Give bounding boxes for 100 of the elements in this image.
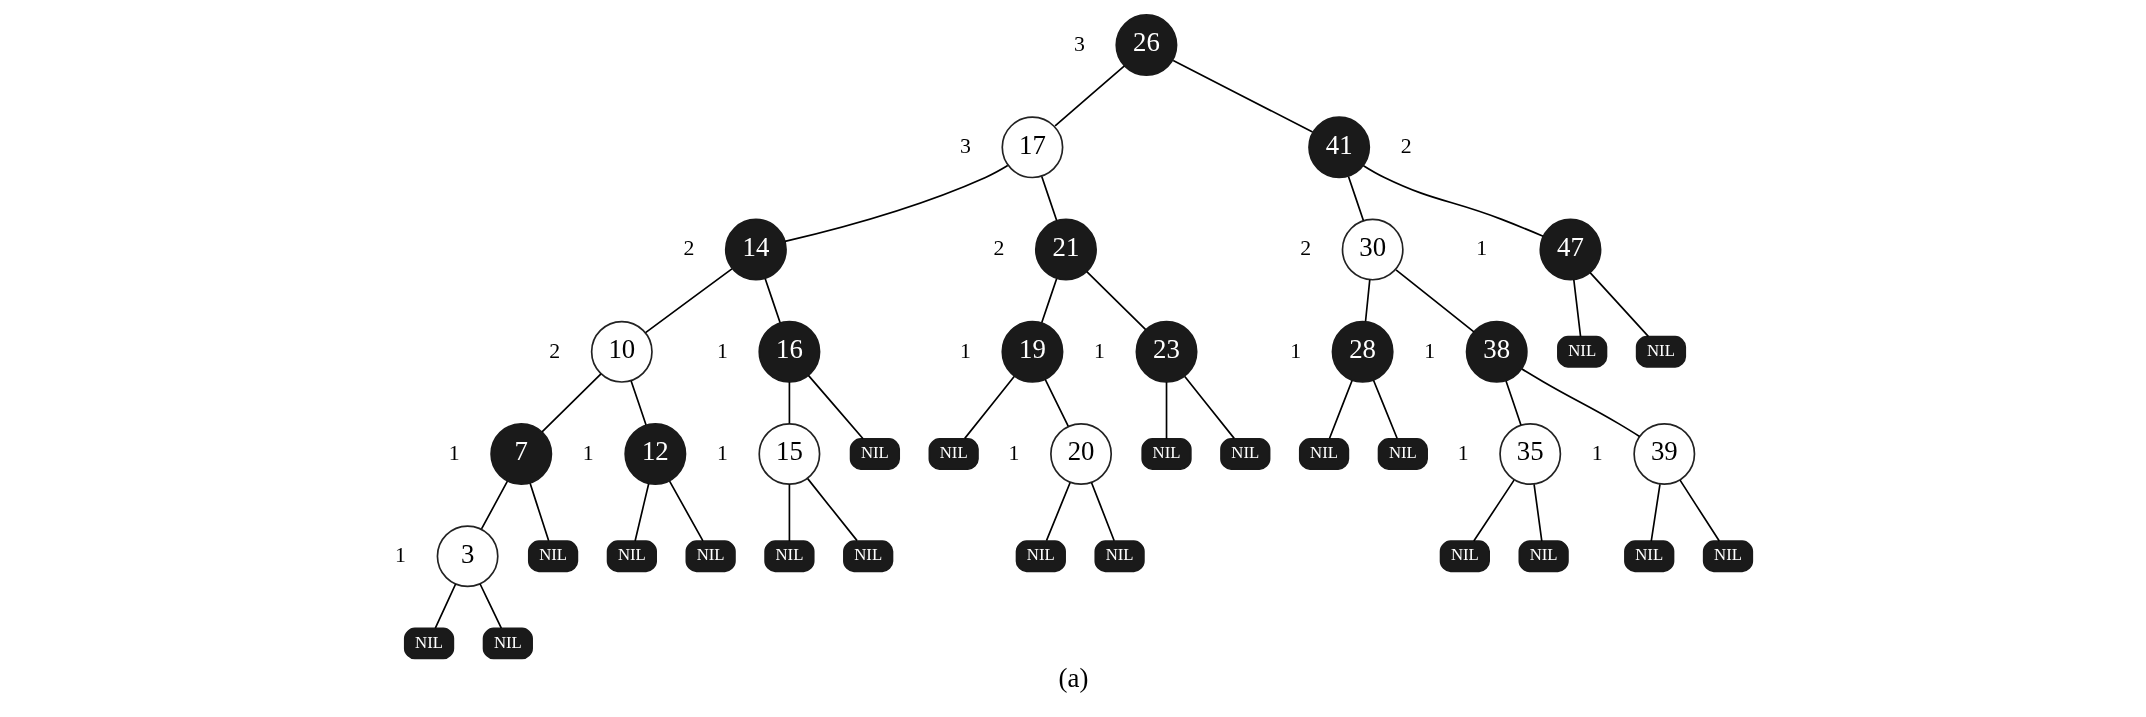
node-box: NIL — [403, 627, 454, 660]
connector — [788, 483, 790, 542]
node-label: 3 — [959, 134, 971, 159]
node-box: NIL — [1140, 438, 1192, 470]
connector — [1090, 481, 1115, 542]
node-label: 1 — [448, 440, 460, 465]
node-circle: 23 — [1135, 320, 1198, 383]
connector — [1364, 279, 1371, 323]
connector — [1043, 378, 1069, 428]
connector — [434, 583, 456, 629]
connector — [1347, 175, 1364, 222]
node-box: NIL — [1518, 540, 1569, 573]
node-circle: 14 — [724, 218, 787, 281]
node-label: 1 — [959, 338, 971, 363]
node-box: NIL — [606, 540, 657, 573]
node-label: 1 — [716, 338, 728, 363]
node-label: 3 — [1073, 31, 1085, 56]
node-label: 2 — [548, 338, 560, 363]
connector — [788, 381, 790, 425]
node-box: NIL — [1556, 335, 1607, 368]
connector — [1588, 271, 1649, 338]
node-circle: 30 — [1341, 218, 1404, 281]
node-box: NIL — [763, 540, 815, 573]
node-circle: 15 — [757, 423, 820, 486]
connector — [1362, 164, 1544, 238]
connector — [1040, 175, 1057, 222]
connector — [644, 268, 733, 334]
node-label: 1 — [582, 440, 594, 465]
connector — [1372, 379, 1398, 440]
node-label: 2 — [682, 236, 694, 261]
node-box: NIL — [1219, 438, 1270, 470]
node-label: 1 — [716, 440, 728, 465]
node-box: NIL — [1439, 540, 1490, 573]
connector — [763, 277, 781, 324]
connector — [480, 480, 508, 530]
connector — [1045, 481, 1071, 542]
connector — [1472, 479, 1515, 542]
connector — [1328, 379, 1353, 440]
connector — [629, 380, 647, 426]
connector — [1085, 270, 1147, 331]
connector — [783, 164, 1009, 243]
connector — [540, 373, 602, 433]
connector — [633, 482, 649, 542]
node-label: 2 — [1299, 236, 1311, 261]
node-box: NIL — [849, 438, 900, 470]
connector — [528, 482, 549, 542]
node-circle: 26 — [1114, 14, 1177, 77]
connector — [1183, 375, 1235, 440]
caption: (a) — [1058, 662, 1088, 693]
node-circle: 47 — [1538, 218, 1601, 281]
connector — [1678, 479, 1720, 542]
node-label: 2 — [1400, 134, 1412, 159]
node-label: 1 — [1008, 440, 1019, 465]
node-circle: 28 — [1331, 320, 1394, 383]
node-label: 1 — [1591, 440, 1603, 465]
node-circle: 41 — [1307, 116, 1370, 179]
connector — [668, 480, 704, 542]
node-circle: 35 — [1498, 423, 1561, 486]
node-circle: 3 — [436, 525, 499, 588]
node-label: 2 — [992, 236, 1004, 261]
node-box: NIL — [842, 540, 893, 573]
connector — [1040, 277, 1057, 324]
node-box: NIL — [1635, 335, 1686, 368]
connector — [1053, 65, 1125, 127]
node-label: 1 — [1093, 338, 1105, 363]
node-box: NIL — [482, 627, 533, 660]
node-circle: 38 — [1465, 320, 1528, 383]
connector — [478, 583, 502, 629]
node-circle: 20 — [1049, 423, 1112, 486]
node-box: NIL — [1093, 540, 1145, 573]
connector — [1649, 483, 1661, 542]
connector — [806, 477, 858, 542]
connector — [1504, 380, 1522, 426]
node-circle: 10 — [590, 320, 653, 383]
node-circle: 7 — [489, 423, 552, 486]
connector — [1394, 269, 1475, 333]
connector — [1532, 483, 1543, 542]
node-circle: 21 — [1034, 218, 1097, 281]
node-circle: 39 — [1632, 423, 1695, 486]
node-label: 1 — [1423, 338, 1435, 363]
connector — [1520, 368, 1640, 438]
node-box: NIL — [1377, 438, 1428, 470]
node-circle: 16 — [757, 320, 820, 383]
node-label: 1 — [394, 542, 406, 567]
node-circle: 12 — [623, 423, 686, 486]
node-box: NIL — [1298, 438, 1349, 470]
connector — [1171, 59, 1313, 133]
node-box: NIL — [1702, 540, 1753, 573]
node-circle: 17 — [1000, 116, 1063, 179]
node-box: NIL — [1623, 540, 1674, 573]
node-label: 1 — [1289, 338, 1301, 363]
node-box: NIL — [685, 540, 736, 573]
node-box: NIL — [1015, 540, 1066, 573]
node-label: 1 — [1475, 236, 1487, 261]
node-label: 1 — [1457, 440, 1469, 465]
connector — [1165, 381, 1167, 440]
connector — [1572, 279, 1581, 338]
node-circle: 19 — [1000, 320, 1063, 383]
connector — [807, 374, 864, 440]
node-box: NIL — [928, 438, 979, 470]
